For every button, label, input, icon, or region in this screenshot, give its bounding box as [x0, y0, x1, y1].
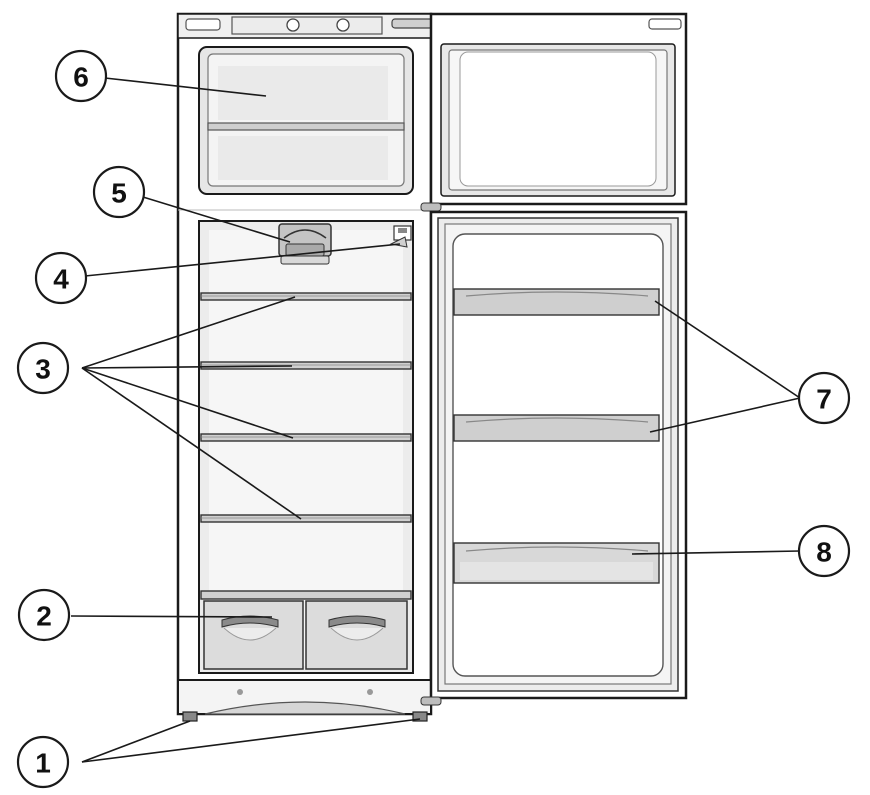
callout-6-label: 6: [73, 62, 89, 93]
leader-1b: [81, 718, 421, 763]
crisper-cover: [200, 590, 412, 600]
callouts: 6 5 4 3 2 1 7 8: [16, 49, 851, 789]
foot-right: [412, 711, 428, 722]
cabinet-base: [177, 679, 432, 715]
callout-5: 5: [92, 165, 146, 219]
leader-7a: [654, 300, 801, 399]
shelf-4: [200, 514, 412, 523]
callout-7-label: 7: [816, 384, 832, 415]
callout-3-label: 3: [35, 354, 51, 385]
fridge-shelves: [200, 292, 412, 600]
thermostat-knob-left: [286, 18, 300, 32]
callout-5-label: 5: [111, 178, 127, 209]
callout-6: 6: [54, 49, 108, 103]
leader-2: [70, 615, 273, 618]
door-bottle-bin: [453, 542, 660, 584]
leader-lines: [70, 77, 801, 763]
freezer-shelf: [207, 122, 405, 131]
callout-4: 4: [34, 251, 88, 305]
fridge-door: [420, 210, 688, 706]
leader-8: [631, 550, 801, 555]
callout-2-label: 2: [36, 601, 52, 632]
callout-4-label: 4: [53, 264, 69, 295]
freezer-door: [420, 12, 688, 212]
leader-3c: [81, 367, 294, 439]
control-panel: [231, 16, 383, 35]
thermostat-light-housing: [278, 223, 332, 265]
thermostat-knob-right: [336, 18, 350, 32]
crisper-drawers: [203, 600, 408, 670]
shelf-3: [200, 433, 412, 442]
leader-7b: [649, 397, 801, 433]
leader-3b: [81, 365, 293, 369]
shelf-2: [200, 361, 412, 370]
crisper-drawer-right: [305, 600, 408, 670]
callout-8: 8: [797, 524, 851, 578]
crisper-drawer-left: [203, 600, 304, 670]
freezer-lower-shelf: [218, 136, 388, 180]
leader-3a: [81, 296, 296, 369]
callout-7: 7: [797, 371, 851, 425]
foot-left: [182, 711, 198, 722]
callout-3: 3: [16, 341, 70, 395]
leader-4: [84, 243, 401, 277]
door-bin-upper: [453, 288, 660, 316]
shelf-1: [200, 292, 412, 301]
top-left-vent: [185, 18, 221, 31]
callout-8-label: 8: [816, 537, 832, 568]
leader-5: [142, 196, 291, 243]
leader-1a: [81, 720, 191, 763]
callout-2: 2: [17, 588, 71, 642]
callout-1: 1: [16, 735, 70, 789]
refrigerator-cabinet: [176, 12, 439, 722]
door-bin-middle: [453, 414, 660, 442]
leader-3d: [81, 367, 302, 520]
callout-1-label: 1: [35, 748, 51, 779]
leader-6: [104, 77, 267, 97]
freezer-door-handle-mark: [648, 18, 682, 30]
